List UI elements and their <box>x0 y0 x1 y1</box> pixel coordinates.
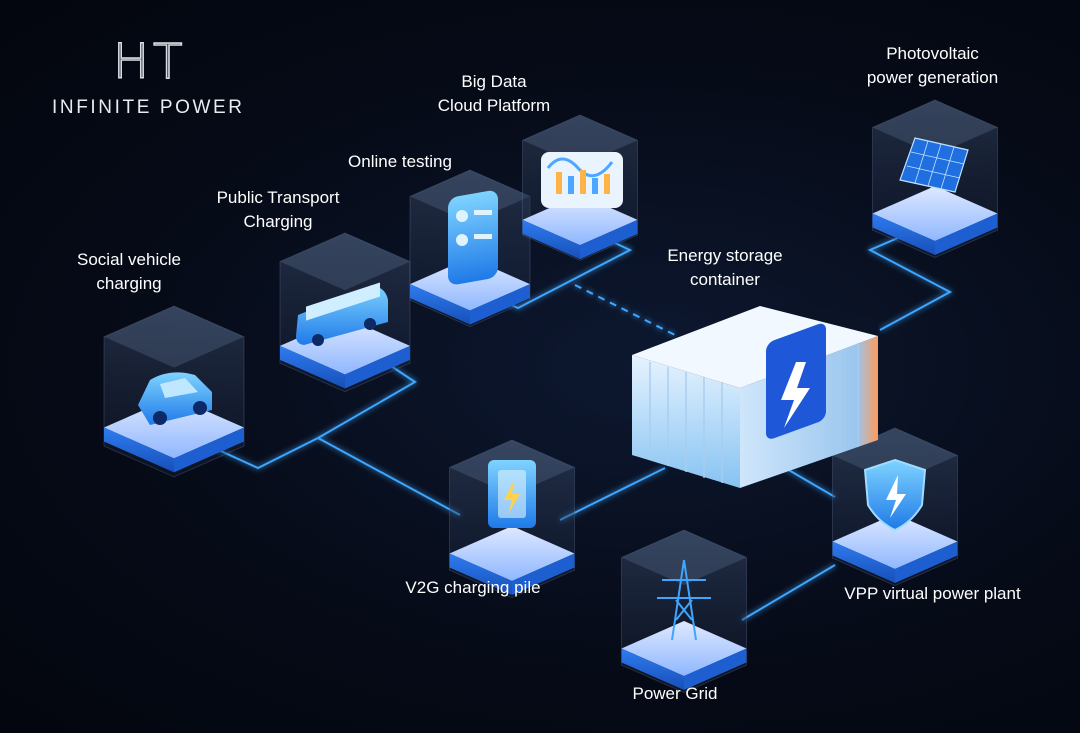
label-online-testing: Online testing <box>348 152 452 171</box>
link-social-to-hub <box>211 437 319 470</box>
label-big-data: Big Data Cloud Platform <box>437 72 551 115</box>
label-photovoltaic: Photovoltaic power generation <box>866 44 999 87</box>
label-social-vehicle: Social vehicle charging <box>77 250 181 293</box>
label-power-grid: Power Grid <box>632 684 718 703</box>
bolt-icon <box>781 362 810 428</box>
link-grid-to-vpp <box>741 564 836 621</box>
container-icon <box>632 302 878 488</box>
chart-icon <box>541 152 623 208</box>
bus-icon <box>296 282 388 346</box>
car-icon <box>138 372 212 425</box>
tower-icon <box>657 559 711 641</box>
link-cloud-to-container <box>574 284 676 336</box>
brand-logo: HT <box>112 34 187 90</box>
link-v2g-to-container <box>559 467 666 521</box>
link-hub-to-v2g <box>317 437 461 516</box>
brand-tagline: INFINITE POWER <box>52 97 245 118</box>
phone-icon <box>448 190 498 285</box>
label-vpp: VPP virtual power plant <box>844 584 1021 603</box>
shield-bolt-icon <box>863 458 927 532</box>
battery-icon <box>488 460 536 528</box>
solar-panel-icon <box>899 137 969 193</box>
label-v2g: V2G charging pile <box>405 578 541 597</box>
node-photovoltaic <box>872 99 998 259</box>
label-public-transport: Public Transport Charging <box>216 188 340 231</box>
label-energy-storage: Energy storage container <box>667 246 783 289</box>
